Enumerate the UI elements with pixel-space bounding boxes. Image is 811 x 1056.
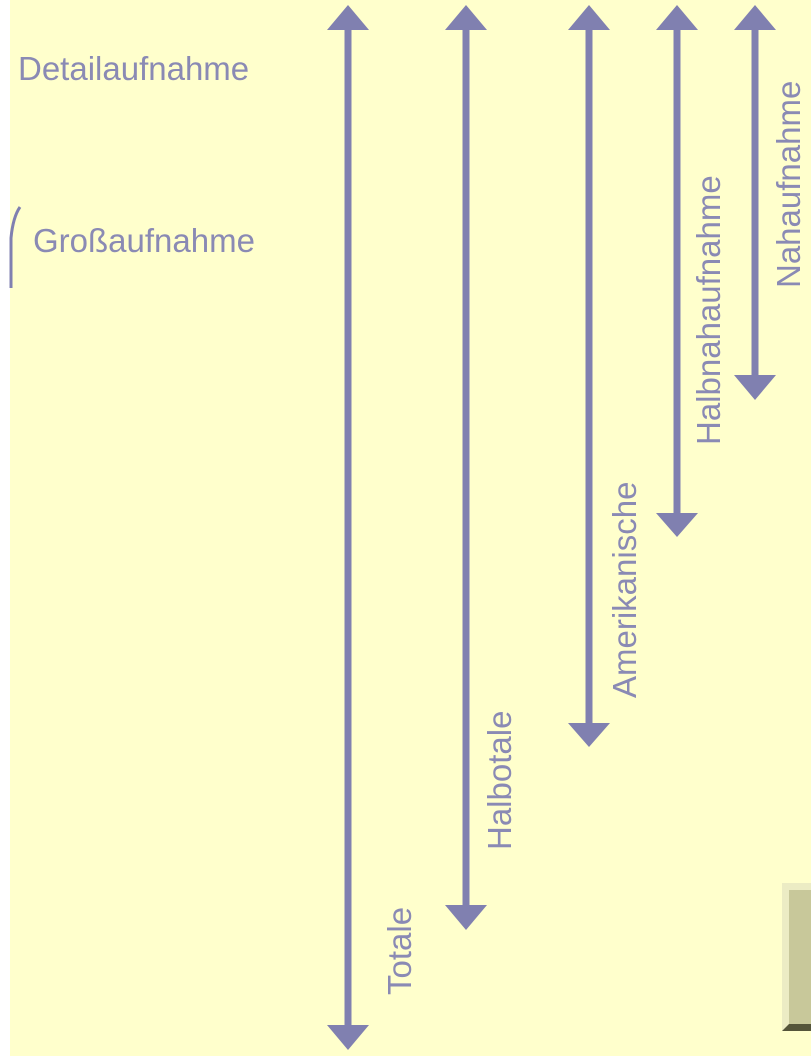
label-amerikanische: Amerikanische — [606, 482, 643, 698]
left-margin-strip — [0, 0, 10, 1056]
label-halbnahaufnahme: Halbnahaufnahme — [690, 175, 727, 445]
arrow-totale — [327, 5, 369, 1050]
arrow-nahaufnahme — [734, 5, 776, 400]
label-nahaufnahme: Nahaufnahme — [770, 81, 807, 288]
arrow-halbotale — [445, 5, 487, 930]
label-grossaufnahme: Großaufnahme — [33, 222, 255, 259]
bevel-button-icon[interactable] — [782, 883, 811, 1031]
label-halbotale: Halbotale — [481, 711, 518, 850]
label-totale: Totale — [381, 907, 418, 995]
arrow-halbnahaufnahme — [656, 5, 698, 537]
label-detailaufnahme: Detailaufnahme — [18, 50, 249, 87]
arrow-amerikanische — [568, 5, 610, 747]
curly-brace-icon — [9, 206, 22, 288]
